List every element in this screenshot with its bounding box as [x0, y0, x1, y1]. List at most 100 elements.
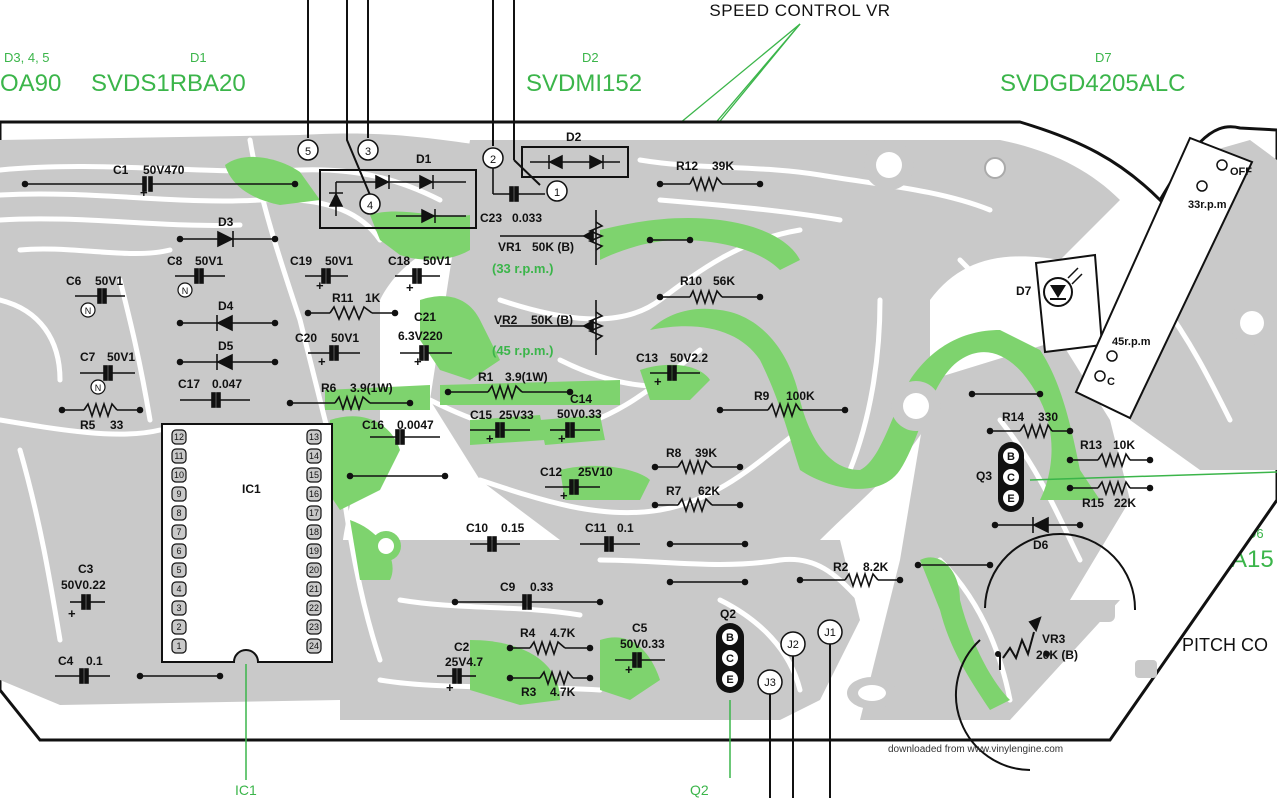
c2-ref: C2 — [454, 640, 470, 654]
c17-ref: C17 — [178, 377, 200, 391]
q3-transistor — [998, 442, 1024, 512]
c12-value: 25V10 — [578, 465, 613, 479]
svg-text:+: + — [558, 431, 566, 446]
ic1-callout: IC1 — [235, 782, 257, 798]
ic1-pin: 11 — [174, 451, 183, 461]
r13-ref: R13 — [1080, 438, 1102, 452]
vr3-pitch-pot — [955, 533, 1137, 771]
s2-45rpm-label: 45r.p.m — [1112, 336, 1151, 348]
r3-ref: R3 — [521, 685, 537, 699]
component-symbols — [21, 168, 1154, 687]
q2-pin-c: C — [726, 653, 734, 665]
r12-value: 39K — [712, 159, 734, 173]
s2-off-label: OFF — [1230, 166, 1252, 178]
q3-pin-c: C — [1007, 472, 1015, 484]
q2-callout: Q2 — [690, 782, 709, 798]
r14-ref: R14 — [1002, 410, 1024, 424]
c14-value: 50V0.33 — [557, 407, 602, 421]
r4-ref: R4 — [520, 626, 536, 640]
c8-value: 50V1 — [195, 254, 223, 268]
d1-diodes — [328, 174, 466, 224]
ic1-pin: 16 — [309, 489, 319, 499]
ce-mark-c7: N — [95, 383, 102, 393]
r5-ref: R5 — [80, 418, 96, 432]
c1-ref: C1 — [113, 163, 129, 177]
jack-j2: J2 — [787, 639, 799, 651]
d7-header-ref: D7 — [1095, 50, 1112, 65]
q2-pin-e: E — [726, 674, 733, 686]
c14-ref: C14 — [570, 392, 592, 406]
svg-text:+: + — [560, 488, 568, 503]
d7-ref: D7 — [1016, 284, 1032, 298]
r9-value: 100K — [786, 389, 815, 403]
c4-ref: C4 — [58, 654, 74, 668]
r1-value: 3.9(1W) — [505, 370, 548, 384]
c23-ref: C23 — [480, 211, 502, 225]
d345-ref: D3, 4, 5 — [4, 50, 50, 65]
d1-bridge-box — [319, 169, 477, 229]
c7-value: 50V1 — [107, 350, 135, 364]
r2-value: 8.2K — [863, 560, 889, 574]
connector-2: 2 — [490, 154, 496, 166]
d1-ref: D1 — [416, 152, 432, 166]
ic1-pin: 3 — [176, 603, 181, 613]
d2-diodes — [530, 154, 620, 170]
vr3-value: 20K (B) — [1036, 648, 1078, 662]
ic1-pin: 6 — [176, 546, 181, 556]
c21-value: 6.3V220 — [398, 329, 443, 343]
c3-ref: C3 — [78, 562, 94, 576]
svg-text:+: + — [414, 354, 422, 369]
d1-header-ref: D1 — [190, 50, 207, 65]
r6-value: 3.9(1W) — [350, 381, 393, 395]
c18-ref: C18 — [388, 254, 410, 268]
ce-mark-c8: N — [182, 286, 189, 296]
d5-ref: D5 — [218, 339, 234, 353]
ic1-pin: 21 — [309, 584, 319, 594]
r11-ref: R11 — [332, 291, 354, 305]
ic1-pin: 19 — [309, 546, 319, 556]
d4-ref: D4 — [218, 299, 234, 313]
ic1-pin: 12 — [174, 432, 184, 442]
c10-value: 0.15 — [501, 521, 525, 535]
ic1-pin: 5 — [176, 565, 181, 575]
speed-33-label: (33 r.p.m.) — [492, 261, 553, 276]
r6-ref: R6 — [321, 381, 337, 395]
c12-ref: C12 — [540, 465, 562, 479]
component-labels: C1 50V470 C23 0.033 R12 39K VR1 50K (B) … — [58, 159, 1136, 699]
c11-ref: C11 — [585, 521, 607, 535]
c3-value: 50V0.22 — [61, 578, 106, 592]
connector-4: 4 — [367, 200, 373, 212]
c4-value: 0.1 — [86, 654, 103, 668]
svg-text:+: + — [654, 374, 662, 389]
speed-45-label: (45 r.p.m.) — [492, 343, 553, 358]
d345-part: OA90 — [0, 70, 61, 97]
pitch-control-label: PITCH CO — [1182, 635, 1268, 655]
c23-value: 0.033 — [512, 211, 542, 225]
d1-header-part: SVDS1RBA20 — [91, 70, 246, 97]
c1-value: 50V470 — [143, 163, 185, 177]
polarity-marks: + + + + + + + + + + + + — [68, 185, 662, 695]
c2-value: 25V4.7 — [445, 655, 483, 669]
ic1-pin: 1 — [176, 641, 181, 651]
c8-ref: C8 — [167, 254, 183, 268]
c5-value: 50V0.33 — [620, 637, 665, 651]
connector-3: 3 — [365, 146, 371, 158]
ic1-pin: 15 — [309, 470, 319, 480]
c13-ref: C13 — [636, 351, 658, 365]
r7-ref: R7 — [666, 484, 682, 498]
connector-circles — [297, 139, 568, 215]
ic1-pin: 8 — [176, 508, 181, 518]
d6-callout-line — [1029, 471, 1277, 481]
c19-ref: C19 — [290, 254, 312, 268]
c15-ref: C15 — [470, 408, 492, 422]
vr2-ref: VR2 — [494, 313, 518, 327]
vr3-ref: VR3 — [1042, 632, 1066, 646]
d3-ref: D3 — [218, 215, 234, 229]
s2-33rpm-label: 33r.p.m — [1188, 199, 1227, 211]
svg-text:+: + — [318, 354, 326, 369]
c6-ref: C6 — [66, 274, 82, 288]
r10-ref: R10 — [680, 274, 702, 288]
ic1-pin: 7 — [176, 527, 181, 537]
